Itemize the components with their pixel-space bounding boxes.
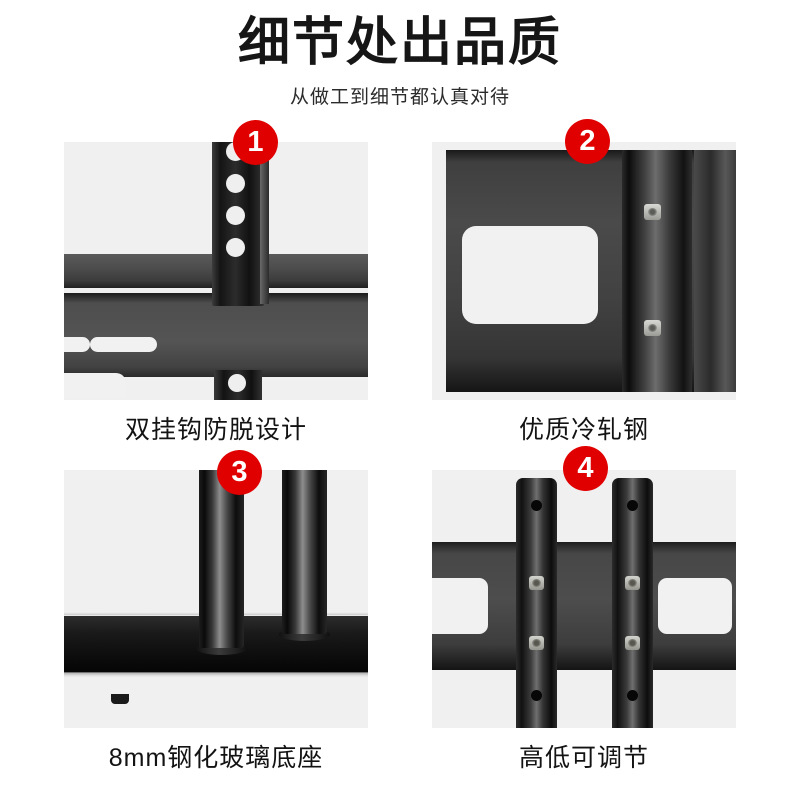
hex-bolt bbox=[644, 320, 661, 336]
post-hole bbox=[627, 690, 638, 701]
bracket-slot-left bbox=[64, 337, 90, 352]
bracket-cutout-left bbox=[432, 578, 488, 634]
page-subtitle: 从做工到细节都认真对待 bbox=[289, 87, 510, 109]
bracket-main-plate bbox=[64, 293, 368, 397]
post-hole bbox=[531, 690, 542, 701]
feature-caption-1: 双挂钩防脱设计 bbox=[124, 416, 307, 444]
feature-caption-4: 高低可调节 bbox=[518, 744, 649, 772]
bracket-slot-mid bbox=[90, 337, 157, 352]
post-hole bbox=[531, 500, 542, 511]
tempered-glass-base-photo bbox=[64, 470, 368, 728]
page-header: 细节处出品质 从做工到细节都认真对待 bbox=[0, 0, 800, 109]
feature-card-4[interactable]: 4 高低可调节 bbox=[402, 446, 766, 784]
feature-card-2[interactable]: 2 优质冷轧钢 bbox=[402, 119, 766, 456]
page-title: 细节处出品质 bbox=[237, 14, 562, 72]
vertical-post bbox=[622, 150, 692, 392]
post-screw bbox=[529, 576, 544, 590]
hook-strip-edge bbox=[260, 142, 269, 304]
steel-bar bbox=[446, 150, 736, 392]
bracket-cutout-right bbox=[658, 578, 732, 634]
steel-bar-cutout bbox=[462, 226, 598, 324]
bracket-slot-lower bbox=[64, 373, 126, 397]
post-screw bbox=[529, 636, 544, 650]
feature-caption-3: 8mm钢化玻璃底座 bbox=[108, 744, 324, 772]
feature-card-3[interactable]: 3 8mm钢化玻璃底座 bbox=[34, 450, 398, 784]
feature-badge-1: 1 bbox=[233, 120, 278, 165]
double-hook-bracket-photo bbox=[64, 142, 368, 400]
feature-caption-2: 优质冷轧钢 bbox=[518, 416, 649, 444]
adjustable-post-left bbox=[516, 478, 557, 728]
glass-base-foot bbox=[111, 694, 129, 704]
post-screw bbox=[625, 576, 640, 590]
lower-hook-strip bbox=[214, 370, 262, 400]
adjustable-post-right bbox=[612, 478, 653, 728]
perforated-hook-strip bbox=[212, 142, 264, 306]
glossy-post-right bbox=[282, 470, 327, 634]
strip-hole bbox=[226, 238, 245, 257]
strip-hole bbox=[228, 374, 246, 392]
feature-card-1[interactable]: 1 双挂钩防脱设计 bbox=[34, 120, 398, 456]
vertical-post-secondary bbox=[694, 150, 736, 392]
post-screw bbox=[625, 636, 640, 650]
feature-badge-2: 2 bbox=[565, 119, 610, 164]
hex-bolt bbox=[644, 204, 661, 220]
cold-rolled-steel-photo bbox=[432, 142, 736, 400]
post-hole bbox=[627, 500, 638, 511]
height-adjustable-posts-photo bbox=[432, 470, 736, 728]
glossy-post-left bbox=[199, 470, 244, 648]
feature-grid: 1 双挂钩防脱设计 2 优质冷轧钢 3 8mm钢化玻璃底座 bbox=[0, 119, 800, 784]
feature-badge-4: 4 bbox=[563, 446, 608, 491]
strip-hole bbox=[226, 174, 245, 193]
bracket-rail bbox=[432, 542, 736, 670]
feature-badge-3: 3 bbox=[217, 450, 262, 495]
strip-hole bbox=[226, 206, 245, 225]
